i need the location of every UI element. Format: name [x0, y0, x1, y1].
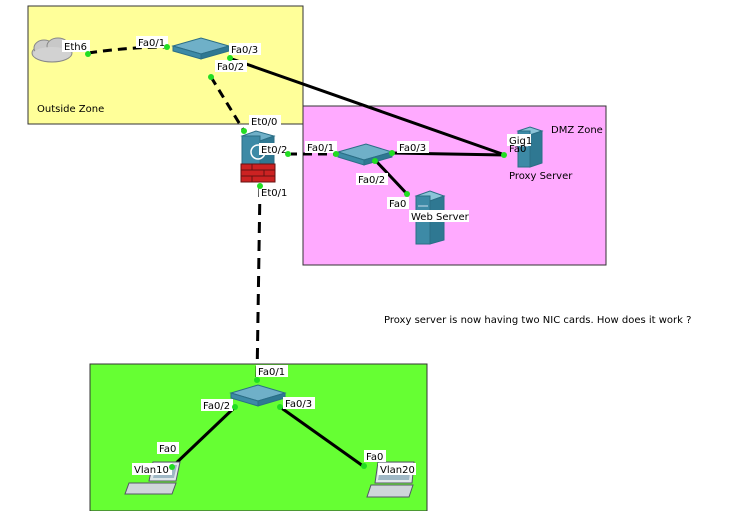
link-dmz-switch-proxy[interactable]: [391, 151, 506, 157]
proxy-server-label: Proxy Server: [509, 171, 573, 182]
port-dot: [333, 151, 339, 157]
inside-switch-icon[interactable]: [229, 384, 287, 407]
port-label: Fa0/2: [217, 62, 244, 73]
link-inside-switch-vlan10[interactable]: [170, 405, 237, 469]
port-label: Eth6: [64, 42, 87, 53]
port-dot: [501, 152, 507, 158]
question-note: Proxy server is now having two NIC cards…: [384, 315, 691, 326]
port-dot: [361, 463, 367, 469]
port-label: Fa0/3: [399, 143, 426, 154]
port-dot: [169, 464, 175, 470]
port-dot: [232, 404, 238, 410]
laptop-vlan20-label: Vlan20: [380, 465, 415, 476]
port-label: Fa0/1: [258, 367, 285, 378]
port-label: Fa0/3: [285, 399, 312, 410]
port-labels: Eth6 Fa0/1 Fa0/3 Fa0/2 Et0/0 Et0/2 Et0/1…: [62, 36, 532, 463]
port-label: Fa0/3: [231, 45, 258, 56]
port-dot: [404, 191, 410, 197]
port-label: Fa0: [366, 452, 383, 463]
port-label: Et0/1: [261, 188, 287, 199]
dmz-zone-label: DMZ Zone: [551, 125, 603, 136]
port-dot: [164, 44, 170, 50]
link-cloud-outside-switch[interactable]: [87, 45, 168, 55]
port-dot: [372, 158, 378, 164]
port-label: Fa0: [159, 444, 176, 455]
port-label: Fa0/2: [358, 175, 385, 186]
firewall-icon[interactable]: [240, 130, 276, 183]
port-dot: [257, 183, 263, 189]
laptop-vlan10-label: Vlan10: [134, 465, 169, 476]
link-inside-switch-vlan20[interactable]: [279, 405, 364, 468]
port-label: Et0/2: [261, 145, 287, 156]
port-label: Fa0/1: [138, 38, 165, 49]
port-dot: [277, 404, 283, 410]
port-dot: [254, 377, 260, 383]
port-label: Fa0: [509, 144, 526, 155]
cloud-icon[interactable]: [31, 37, 73, 63]
port-dot: [285, 151, 291, 157]
link-outside-switch-firewall[interactable]: [209, 76, 246, 132]
link-outside-switch-proxy[interactable]: [228, 56, 506, 157]
dmz-zone: [302, 105, 607, 266]
port-label: Fa0/1: [307, 143, 334, 154]
port-dot: [85, 51, 91, 57]
port-dot: [389, 150, 395, 156]
port-label: Fa0/2: [203, 401, 230, 412]
port-label: Fa0: [389, 199, 406, 210]
port-status-dots: [85, 44, 507, 470]
port-label: Gig1: [509, 136, 532, 147]
port-dot: [241, 128, 247, 134]
outside-zone: [27, 5, 304, 125]
port-dot: [227, 55, 233, 61]
port-dot: [208, 74, 214, 80]
links: [87, 45, 506, 469]
port-label: Et0/0: [251, 117, 277, 128]
web-server-label: Web Server: [411, 212, 470, 223]
link-dmz-switch-webserver[interactable]: [373, 158, 410, 197]
dmz-switch-icon[interactable]: [336, 143, 394, 166]
outside-zone-label: Outside Zone: [37, 104, 104, 115]
link-firewall-inside-switch[interactable]: [255, 185, 262, 381]
